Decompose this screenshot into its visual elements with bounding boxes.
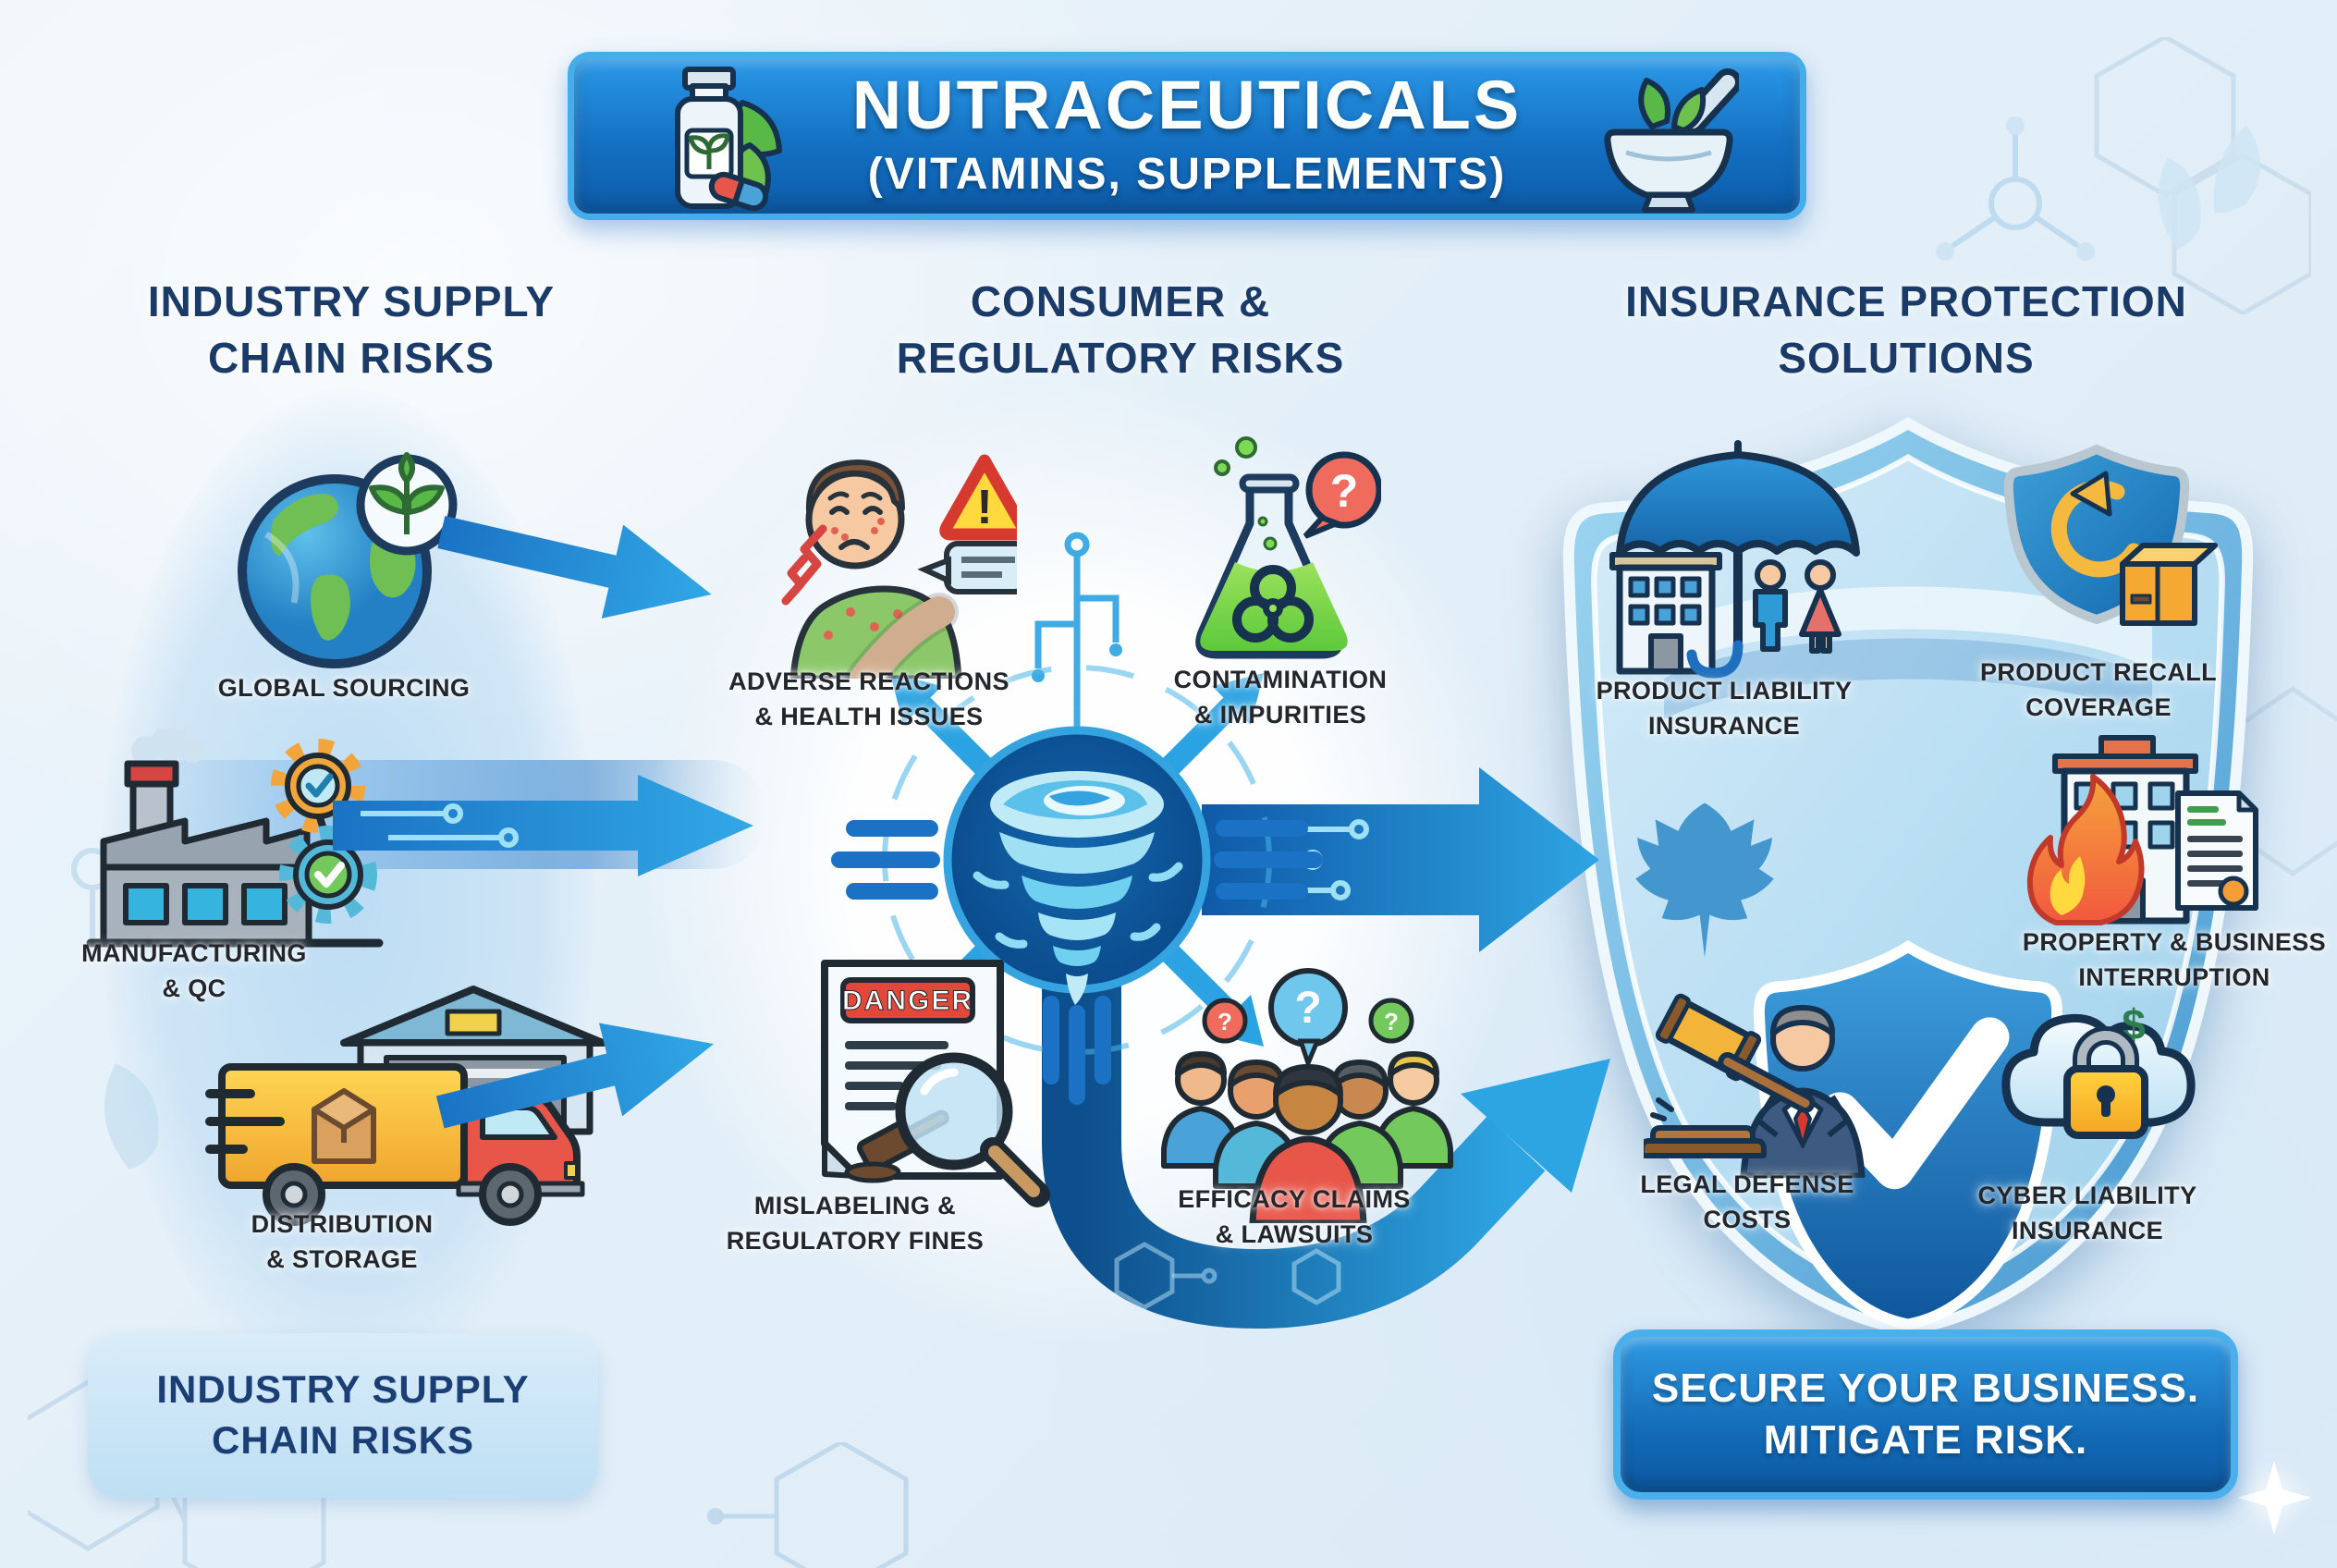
label-global-sourcing: GLOBAL SOURCING (159, 670, 529, 705)
exclamation-glyph: ! (976, 481, 992, 534)
label-line: INSURANCE (2011, 1217, 2164, 1245)
contamination-flask-icon: ? (1167, 433, 1381, 684)
maple-leaf-icon (1622, 797, 1787, 967)
label-legal-defense: LEGAL DEFENSE COSTS (1562, 1167, 1932, 1238)
danger-banner-text: DANGER (842, 986, 973, 1016)
secure-business-cta-button[interactable]: SECURE YOUR BUSINESS. MITIGATE RISK. (1613, 1329, 2238, 1500)
label-adverse-reactions: ADVERSE REACTIONS & HEALTH ISSUES (684, 664, 1054, 735)
label-line: DISTRIBUTION (251, 1210, 434, 1238)
label-line: & LAWSUITS (1215, 1220, 1374, 1249)
label-line: & IMPURITIES (1193, 701, 1367, 729)
risk-tornado-icon (818, 513, 1336, 1123)
question-glyph: ? (1384, 1008, 1399, 1035)
label-line: & QC (162, 974, 226, 1003)
label-line: INTERRUPTION (2078, 963, 2270, 992)
label-line: MISLABELING & (753, 1192, 957, 1219)
mislabeling-danger-document-icon: DANGER (769, 954, 1060, 1218)
heading-insurance-solutions: INSURANCE PROTECTION SOLUTIONS (1583, 274, 2230, 386)
label-line: INSURANCE (1647, 712, 1801, 741)
label-property-business: PROPERTY & BUSINESS INTERRUPTION (1962, 925, 2337, 996)
umbrella-liability-icon (1601, 435, 1874, 686)
recall-shield-icon (1986, 442, 2219, 656)
legal-gavel-icon (1644, 982, 1886, 1178)
adverse-reaction-person-icon: ! (765, 446, 1017, 679)
label-line: ADVERSE REACTIONS (728, 668, 1009, 695)
heading-line: CONSUMER & (970, 277, 1271, 325)
label-line: GLOBAL SOURCING (217, 674, 471, 702)
label-line: & STORAGE (266, 1245, 418, 1274)
label-product-recall: PRODUCT RECALL COVERAGE (1914, 655, 2283, 726)
leaf-decoration (2126, 102, 2274, 259)
label-cyber-liability: CYBER LIABILITY INSURANCE (1903, 1178, 2272, 1249)
footer-supply-chain-badge: INDUSTRY SUPPLY CHAIN RISKS (88, 1333, 598, 1498)
heading-line: SOLUTIONS (1778, 333, 2035, 382)
question-glyph: ? (1330, 465, 1359, 517)
label-line: COSTS (1703, 1206, 1792, 1234)
cyber-cloud-lock-icon: $ (1993, 982, 2217, 1156)
label-efficacy-claims: EFFICACY CLAIMS & LAWSUITS (1109, 1182, 1479, 1253)
heading-line: INDUSTRY SUPPLY (147, 277, 556, 325)
label-line: PRODUCT LIABILITY (1596, 677, 1853, 704)
label-line: PROPERTY & BUSINESS (2022, 928, 2327, 956)
page-subtitle: (VITAMINS, SUPPLEMENTS) (867, 150, 1507, 199)
property-fire-icon (2013, 732, 2265, 928)
label-line: EFFICACY CLAIMS (1178, 1185, 1411, 1213)
label-line: CONTAMINATION (1173, 666, 1388, 693)
flow-arrow (434, 499, 721, 656)
mortar-pestle-icon (1598, 67, 1739, 214)
label-distribution-storage: DISTRIBUTION & STORAGE (157, 1207, 527, 1278)
flow-arrow (434, 1010, 730, 1171)
curved-ribbon-arrow (924, 966, 1646, 1364)
flow-arrow (333, 775, 758, 876)
label-line: MANUFACTURING (81, 939, 307, 967)
label-mislabeling: MISLABELING & REGULATORY FINES (670, 1188, 1040, 1259)
cta-line: MITIGATE RISK. (1763, 1417, 2088, 1463)
badge-line: INDUSTRY SUPPLY (156, 1367, 530, 1412)
badge-line: CHAIN RISKS (211, 1418, 475, 1462)
vitamin-bottle-icon (639, 66, 787, 215)
hexagon-pattern-decoration (703, 1442, 980, 1568)
lawsuit-people-icon: ? ? ? (1149, 960, 1468, 1223)
heading-consumer-regulatory: CONSUMER & REGULATORY RISKS (797, 274, 1444, 386)
heading-line: CHAIN RISKS (207, 333, 496, 382)
question-glyph: ? (1217, 1008, 1232, 1035)
cta-line: SECURE YOUR BUSINESS. (1651, 1365, 2200, 1411)
heading-supply-chain: INDUSTRY SUPPLY CHAIN RISKS (28, 274, 675, 386)
page-title: NUTRACEUTICALS (851, 67, 1523, 143)
label-line: & HEALTH ISSUES (754, 703, 984, 731)
label-line: REGULATORY FINES (726, 1227, 985, 1256)
globe-sourcing-icon (229, 446, 459, 684)
question-glyph: ? (1294, 984, 1321, 1033)
heading-line: INSURANCE PROTECTION (1625, 277, 2187, 325)
label-line: COVERAGE (2025, 693, 2172, 722)
label-line: PRODUCT RECALL (1979, 658, 2218, 686)
label-product-liability: PRODUCT LIABILITY INSURANCE (1535, 673, 1914, 744)
label-line: LEGAL DEFENSE (1640, 1170, 1854, 1198)
sparkle-decoration (2237, 1461, 2311, 1535)
label-line: CYBER LIABILITY (1977, 1182, 2197, 1209)
label-manufacturing-qc: MANUFACTURING & QC (9, 936, 379, 1007)
factory-qc-icon (85, 729, 385, 950)
title-banner: NUTRACEUTICALS (VITAMINS, SUPPLEMENTS) (568, 52, 1806, 220)
molecule-decoration (1904, 111, 2126, 314)
label-contamination: CONTAMINATION & IMPURITIES (1095, 662, 1465, 733)
heading-line: REGULATORY RISKS (896, 333, 1345, 382)
